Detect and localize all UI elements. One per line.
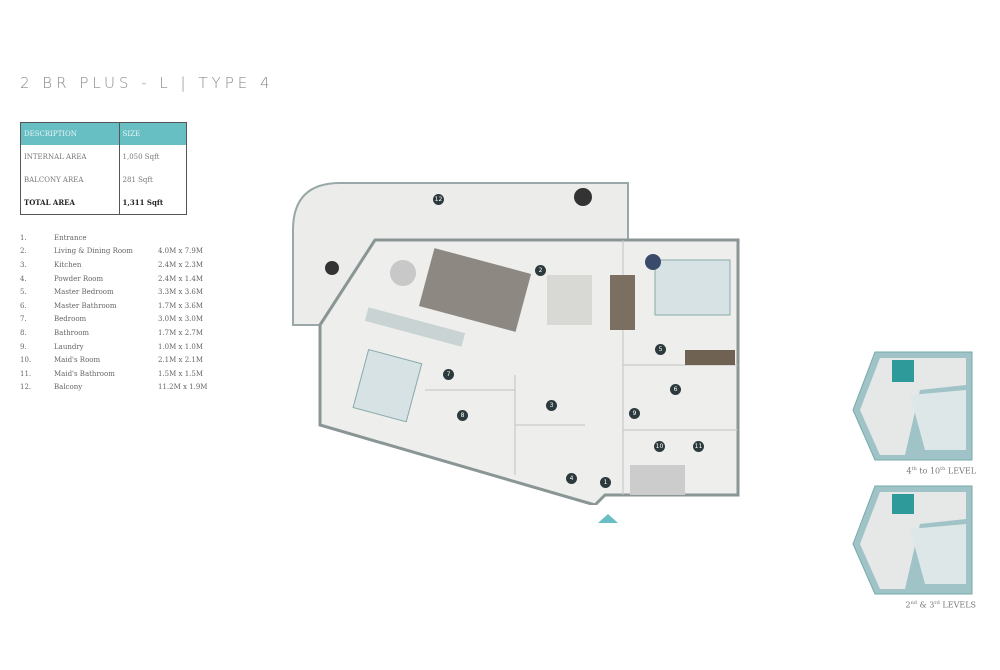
room-name: Living & Dining Room [54, 247, 133, 256]
room-name: Kitchen [54, 260, 82, 269]
header-description: DESCRIPTION [20, 122, 120, 145]
room-num: 10. [20, 356, 32, 365]
row-value: 1,311 Sqft [118, 191, 187, 215]
page-title: 2 BR PLUS - L | TYPE 4 [20, 74, 274, 92]
room-size: 1.0M x 1.0M [158, 342, 203, 351]
floor-plan [292, 182, 740, 505]
room-list-item: 11. Maid's Bathroom 1.5M x 1.5M [20, 367, 207, 381]
room-num: 12. [20, 383, 32, 392]
room-num: 2. [20, 247, 27, 256]
room-name: Bedroom [54, 315, 87, 324]
room-list-item: 6. Master Bathroom 1.7M x 3.6M [20, 299, 207, 313]
room-num: 1. [20, 233, 27, 242]
room-size: 2.4M x 2.3M [158, 260, 203, 269]
room-size: 1.7M x 3.6M [158, 301, 203, 310]
room-size: 3.3M x 3.6M [158, 288, 203, 297]
room-num: 7. [20, 315, 27, 324]
room-list-item: 12. Balcony 11.2M x 1.9M [20, 381, 207, 395]
room-size: 4.0M x 7.9M [158, 247, 203, 256]
room-num: 11. [20, 369, 32, 378]
plan-marker: 11 [693, 441, 704, 452]
room-list-item: 10. Maid's Room 2.1M x 2.1M [20, 353, 207, 367]
room-size: 2.1M x 2.1M [158, 356, 203, 365]
room-name: Entrance [54, 233, 87, 242]
plan-marker: 3 [546, 400, 557, 411]
plan-marker: 5 [655, 344, 666, 355]
room-name: Master Bedroom [54, 288, 114, 297]
row-label: BALCONY AREA [24, 175, 84, 184]
room-name: Maid's Bathroom [54, 369, 115, 378]
entrance-arrow-icon [598, 514, 618, 523]
row-label: INTERNAL AREA [24, 152, 87, 161]
plan-marker: 4 [566, 473, 577, 484]
room-num: 3. [20, 260, 27, 269]
room-list-item: 5. Master Bedroom 3.3M x 3.6M [20, 285, 207, 299]
room-list-item: 1. Entrance [20, 231, 207, 245]
plan-marker: 1 [600, 477, 611, 488]
room-name: Powder Room [54, 274, 104, 283]
room-list-item: 7. Bedroom 3.0M x 3.0M [20, 313, 207, 327]
room-list-item: 4. Powder Room 2.4M x 1.4M [20, 272, 207, 286]
row-value: 1,050 Sqft [118, 145, 187, 168]
room-list-item: 3. Kitchen 2.4M x 2.3M [20, 258, 207, 272]
room-num: 6. [20, 301, 27, 310]
plan-marker: 6 [670, 384, 681, 395]
room-num: 5. [20, 288, 27, 297]
header-size: SIZE [118, 122, 187, 145]
room-size: 3.0M x 3.0M [158, 315, 203, 324]
plan-marker: 12 [433, 194, 444, 205]
row-label: TOTAL AREA [24, 198, 75, 207]
plan-marker: 7 [443, 369, 454, 380]
table-row: INTERNAL AREA 1,050 Sqft [21, 145, 187, 168]
room-list: 1. Entrance 2. Living & Dining Room 4.0M x 7… [20, 231, 207, 394]
furniture [325, 188, 735, 495]
key-plan-lower-label: 2nd & 3rd LEVELS [905, 600, 976, 610]
room-name: Master Bathroom [54, 301, 117, 310]
area-table-header: DESCRIPTION SIZE [20, 122, 187, 145]
table-row: BALCONY AREA 281 Sqft [21, 168, 187, 191]
plan-marker: 10 [654, 441, 665, 452]
table-row-total: TOTAL AREA 1,311 Sqft [21, 191, 187, 215]
key-plan-upper-label: 4th to 10th LEVEL [906, 466, 977, 476]
room-num: 9. [20, 342, 27, 351]
area-table: DESCRIPTION SIZE INTERNAL AREA 1,050 Sqf… [20, 122, 187, 215]
room-size: 11.2M x 1.9M [158, 383, 208, 392]
room-num: 8. [20, 328, 27, 337]
room-num: 4. [20, 274, 27, 283]
room-list-item: 2. Living & Dining Room 4.0M x 7.9M [20, 245, 207, 259]
room-size: 1.5M x 1.5M [158, 369, 203, 378]
room-size: 1.7M x 2.7M [158, 328, 203, 337]
room-list-item: 9. Laundry 1.0M x 1.0M [20, 340, 207, 354]
plan-marker: 9 [629, 408, 640, 419]
room-name: Balcony [54, 383, 83, 392]
row-value: 281 Sqft [118, 168, 187, 191]
room-name: Laundry [54, 342, 84, 351]
plan-marker: 8 [457, 410, 468, 421]
key-plan-lower [852, 485, 973, 595]
room-name: Bathroom [54, 328, 90, 337]
plan-marker: 2 [535, 265, 546, 276]
room-name: Maid's Room [54, 356, 101, 365]
room-list-item: 8. Bathroom 1.7M x 2.7M [20, 326, 207, 340]
key-plan-upper [852, 351, 973, 461]
room-size: 2.4M x 1.4M [158, 274, 203, 283]
